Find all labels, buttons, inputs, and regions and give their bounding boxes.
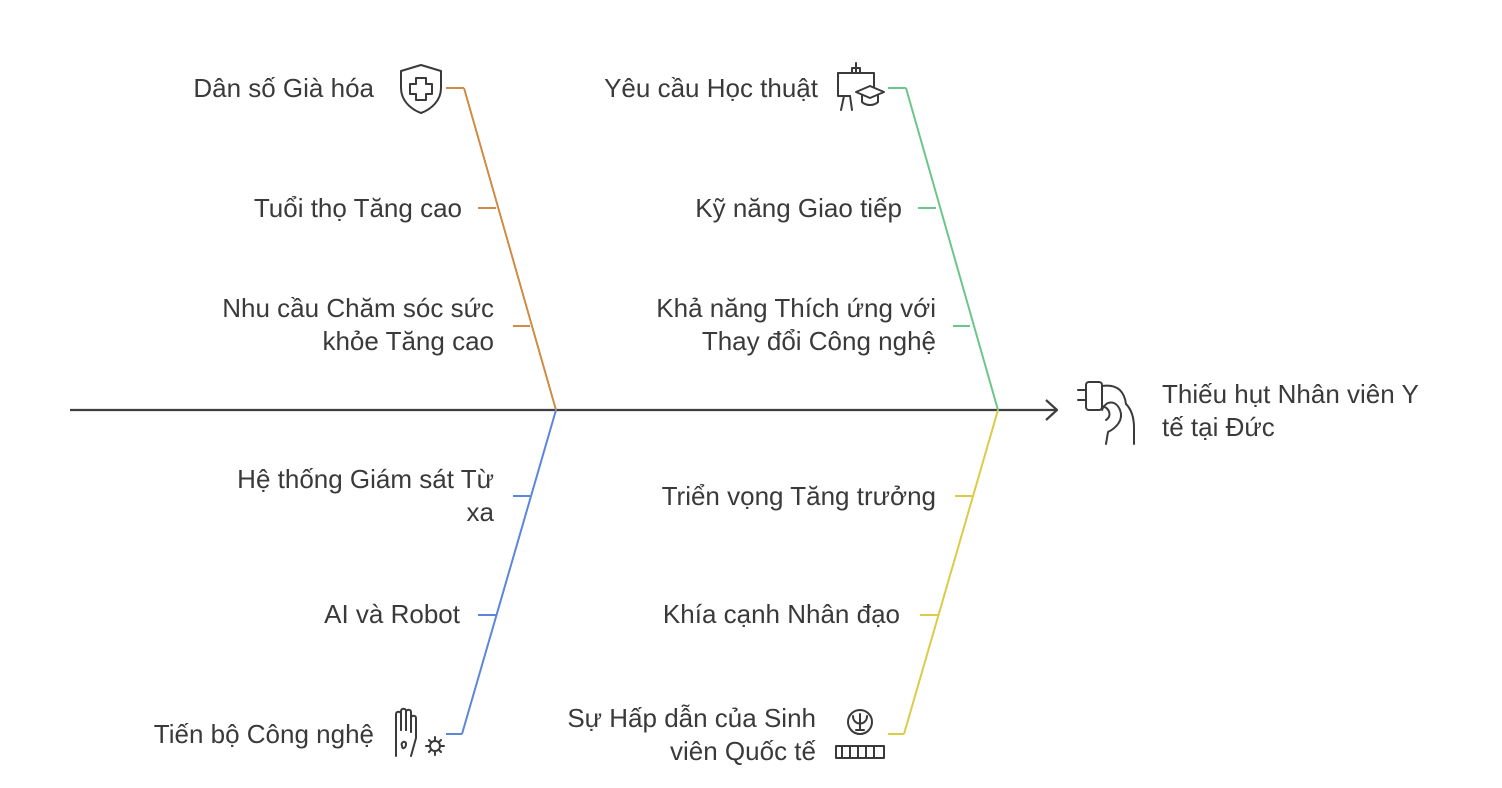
bone-attraction-main xyxy=(903,409,999,735)
cause-label-technology-1: Hệ thống Giám sát Từ xa xyxy=(237,464,494,527)
cause-label-education-3: Khả năng Thích ứng với Thay đổi Công ngh… xyxy=(656,293,936,356)
psi-coin-stack-icon xyxy=(832,706,888,762)
bone-attraction xyxy=(888,409,999,735)
bone-education-main xyxy=(905,87,999,411)
bone-education xyxy=(888,87,999,411)
cause-label-demographic-2: Tuổi thọ Tăng cao xyxy=(253,193,462,223)
cause-label-technology-3: Tiến bộ Công nghệ xyxy=(153,719,374,749)
cause-label-education-2: Kỹ năng Giao tiếp xyxy=(695,193,902,223)
bone-demographic-main xyxy=(463,87,557,411)
spine-arrowhead xyxy=(1045,399,1059,421)
cause-label-attraction-3: Sự Hấp dẫn của Sinh viên Quốc tế xyxy=(567,703,816,766)
cause-label-attraction-2: Khía cạnh Nhân đạo xyxy=(662,599,900,629)
bone-technology xyxy=(446,409,557,735)
cause-label-demographic-1: Dân số Già hóa xyxy=(193,73,374,103)
cause-label-demographic-3: Nhu cầu Chăm sóc sức khỏe Tăng cao xyxy=(222,293,494,356)
cause-label-technology-2: AI và Robot xyxy=(324,599,460,629)
cause-label-education-1: Yêu cầu Học thuật xyxy=(604,73,818,103)
nurse-hand-plug-icon xyxy=(1076,376,1142,446)
cause-label-attraction-1: Triển vọng Tăng trưởng xyxy=(661,481,936,511)
bone-demographic xyxy=(446,87,557,411)
effect-label: Thiếu hụt Nhân viên Y tế tại Đức xyxy=(1162,379,1419,442)
whiteboard-graduation-cap-icon xyxy=(834,60,890,116)
robot-hand-gear-icon xyxy=(388,706,446,762)
shield-plus-icon xyxy=(396,62,446,116)
bone-technology-main xyxy=(461,409,557,735)
